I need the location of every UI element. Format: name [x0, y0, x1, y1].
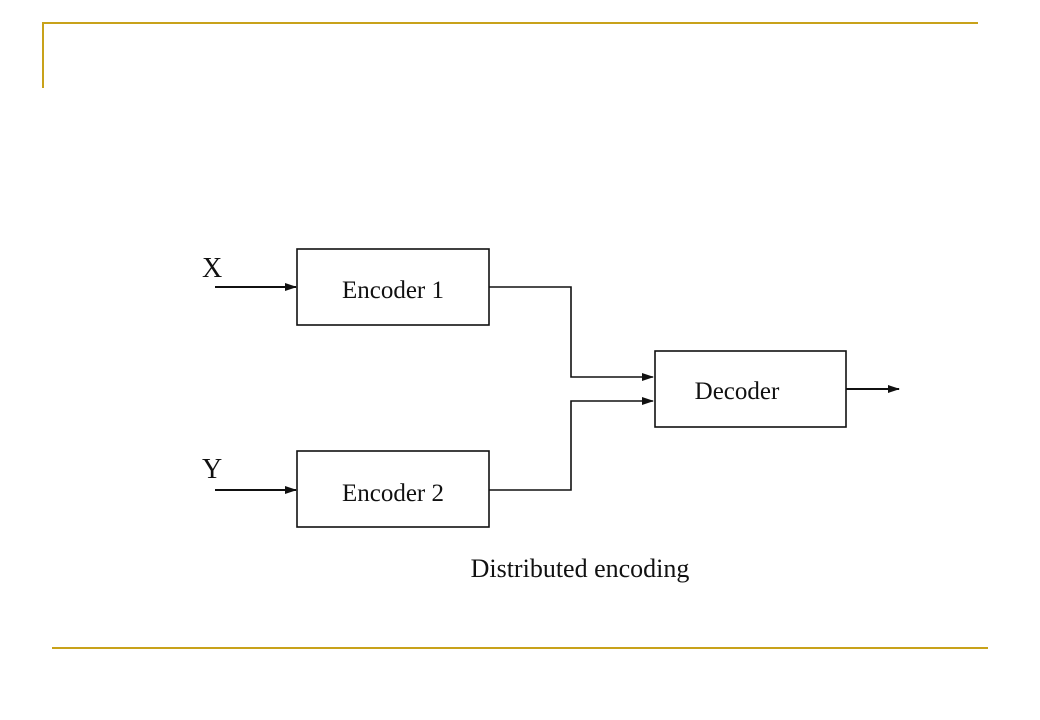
encoder-1-to-decoder-connector: [489, 286, 654, 381]
encoder-1-box: [296, 248, 490, 326]
input-x-label: X: [202, 253, 222, 284]
encoder-1-label: Encoder 1: [342, 277, 444, 304]
decoder-box: [654, 350, 847, 428]
input-y-label: Y: [202, 454, 222, 485]
encoder-2-box: [296, 450, 490, 528]
decoder-block: Decoder: [654, 350, 847, 428]
encoder-1-block: Encoder 1: [296, 248, 490, 326]
diagram-caption: Distributed encoding: [471, 554, 690, 583]
slide-left-rule: [42, 22, 44, 88]
encoder-2-to-decoder-connector: [489, 397, 654, 491]
encoder-2-block: Encoder 2: [296, 450, 490, 528]
slide-bottom-rule: [52, 647, 988, 649]
encoder-2-label: Encoder 2: [342, 480, 444, 507]
slide-top-rule: [42, 22, 978, 24]
decoder-label: Decoder: [695, 378, 780, 405]
